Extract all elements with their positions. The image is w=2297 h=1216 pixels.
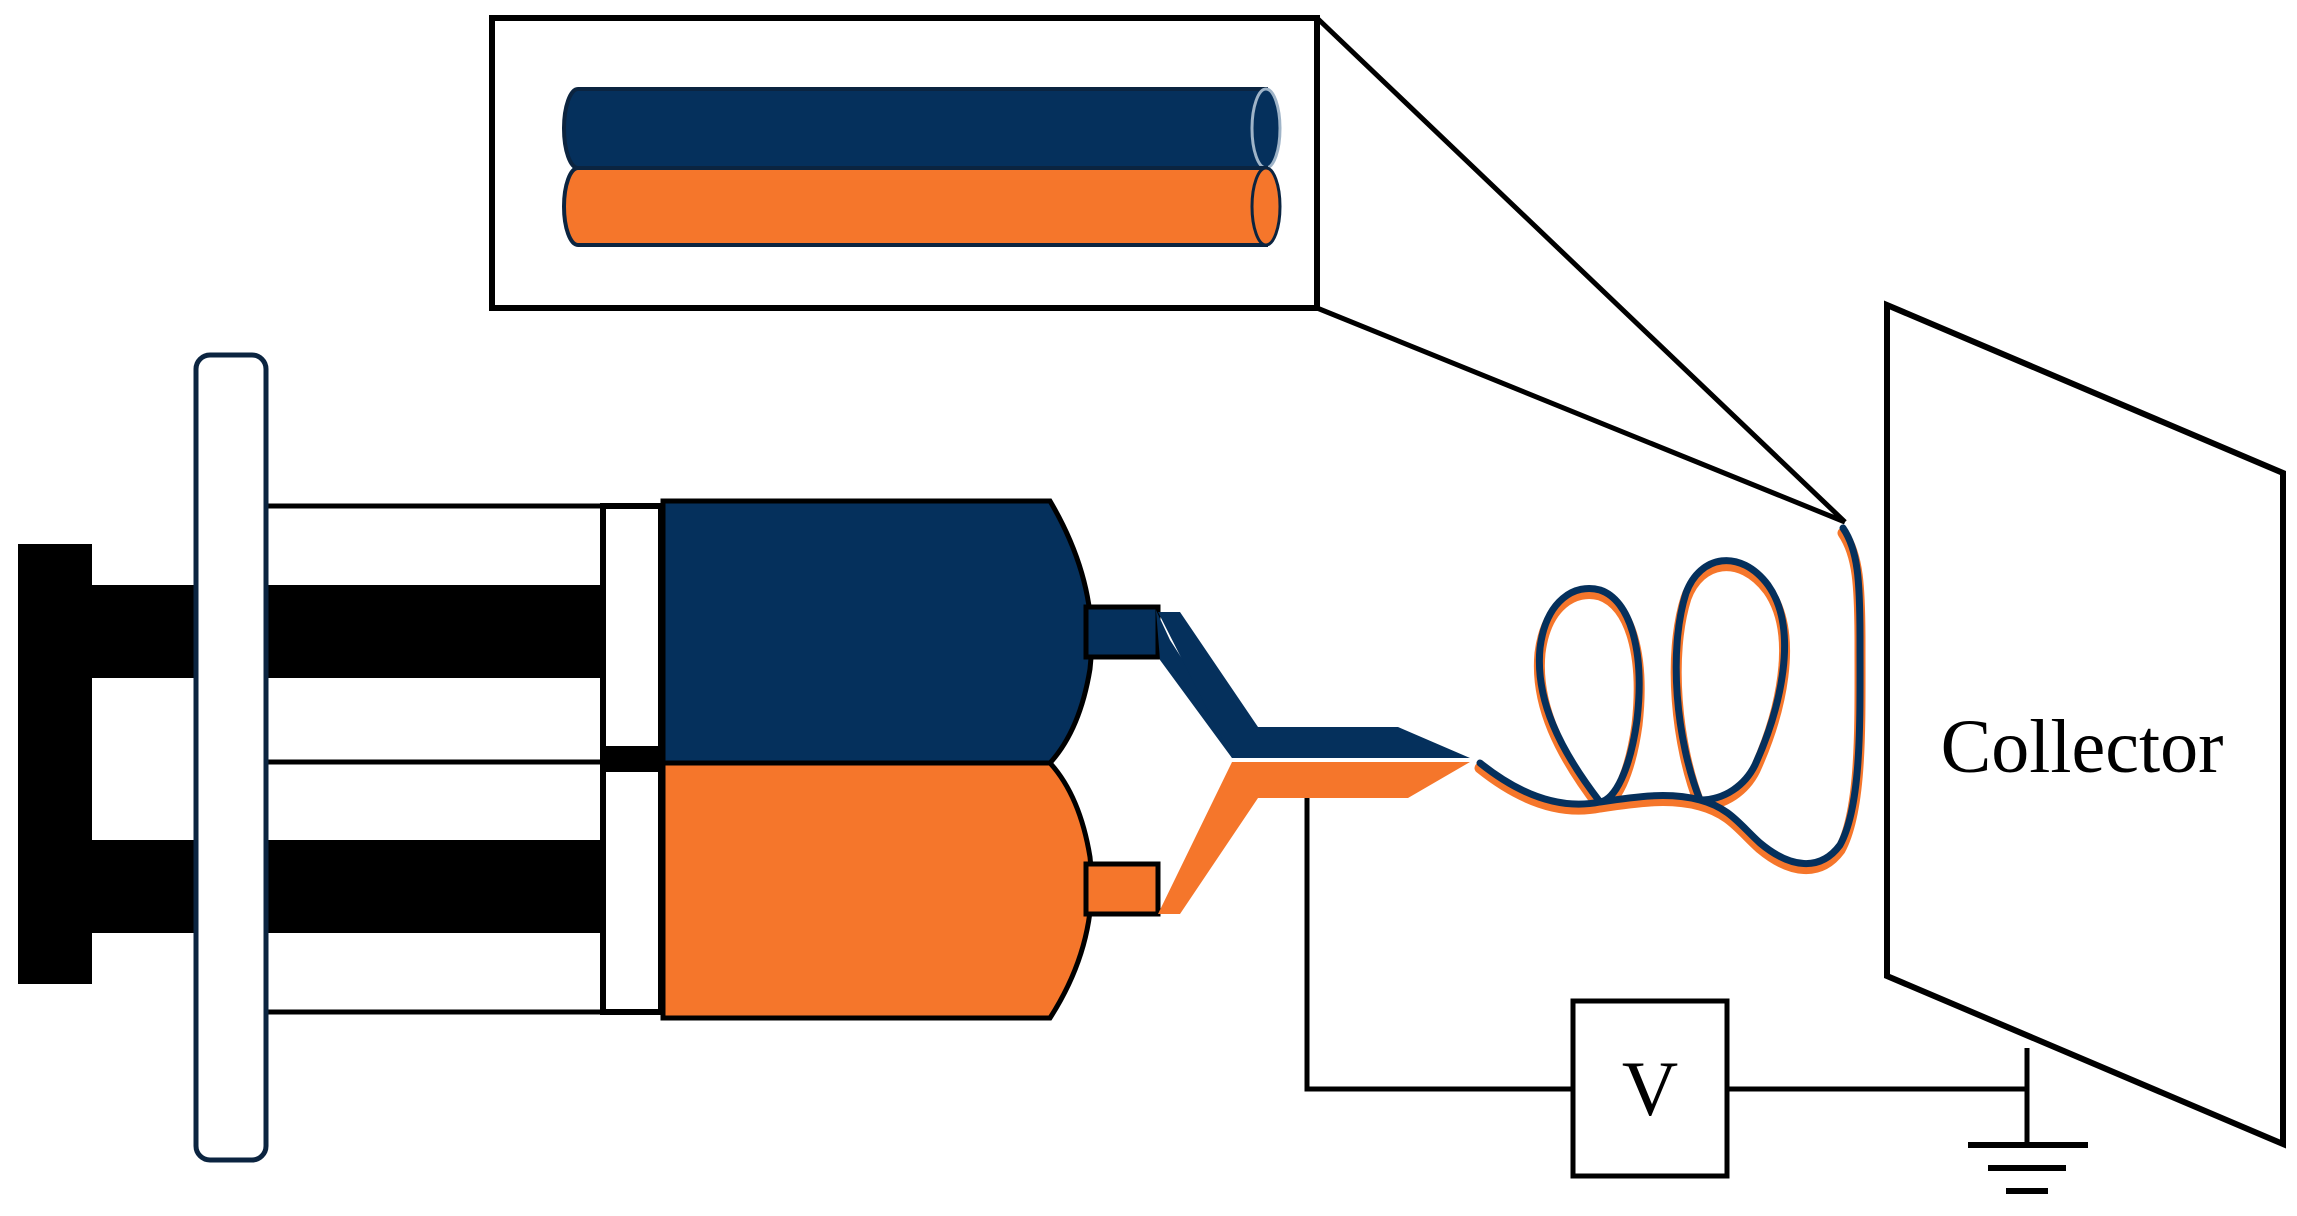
jet-orange-edge <box>1474 527 1866 875</box>
syringe-pump <box>18 352 669 1163</box>
syringe-orange-tip <box>1083 861 1161 917</box>
fiber-inset-navy-end <box>1250 87 1282 170</box>
high-voltage-circuit: V <box>1304 798 2088 1194</box>
pump-pusher-block <box>18 544 92 984</box>
collector-plate <box>1884 300 2286 1149</box>
syringe-orange-body <box>660 760 1095 1021</box>
needle-orange-nozzle <box>1158 762 1470 914</box>
fiber-inset-navy-half <box>562 87 1268 170</box>
syringe-orange <box>660 760 1470 1021</box>
plunger-head-bottom <box>600 765 664 1015</box>
voltage-source-label: V <box>1622 1045 1678 1132</box>
syringe-navy-tip <box>1083 604 1161 660</box>
syringe-navy <box>660 498 1470 766</box>
voltage-source-box <box>1570 998 1730 1179</box>
fiber-inset-bicomponent-fiber <box>562 87 1282 247</box>
plunger-head-joint <box>600 746 664 772</box>
plunger-rod-top <box>90 585 610 678</box>
electrospinning-jet <box>1474 524 1866 875</box>
needle-navy-nozzle <box>1158 612 1470 758</box>
syringe-navy-body <box>660 498 1095 766</box>
zoom-line-bottom <box>1316 305 1846 525</box>
fiber-inset-orange-end <box>1250 166 1282 247</box>
plunger-head-top <box>600 503 664 753</box>
pump-holder-plate <box>193 352 269 1163</box>
zoom-line-top <box>1315 16 1847 524</box>
plunger-rod-bottom <box>90 840 610 933</box>
collector-label: Collector <box>1941 705 2224 789</box>
wire-needle-to-source <box>1304 798 1573 1092</box>
fiber-inset-orange-half <box>562 166 1268 247</box>
jet-navy-edge <box>1476 524 1864 868</box>
ground-symbol-icon <box>1968 1142 2088 1194</box>
